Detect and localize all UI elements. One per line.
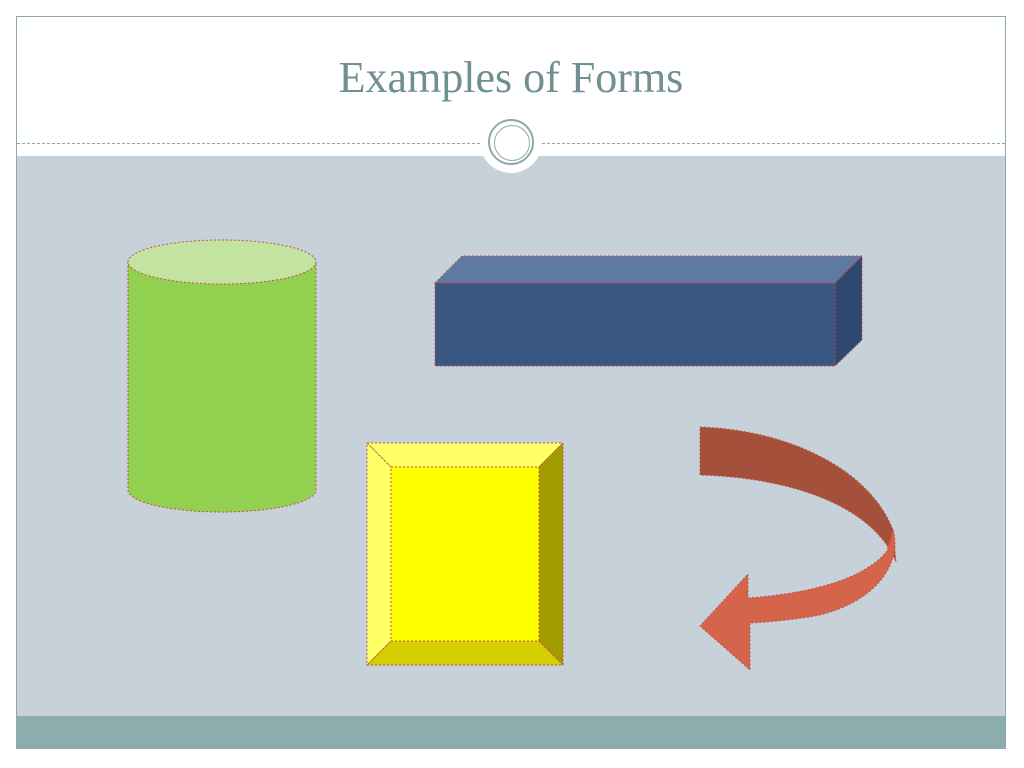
bevel-top-edge [365,442,565,468]
ornament-ring [488,119,534,165]
bevel-shape [365,441,565,667]
bevel-bottom-edge [365,640,565,666]
divider-ornament-icon [480,111,542,173]
box-side-face [834,254,863,368]
ornament-inner-ring [494,125,530,161]
bevel-face [390,466,540,642]
curved-arrow-shape [699,426,897,672]
bevel-right-edge [538,441,564,667]
box-front-face [434,282,836,367]
footer-bar [17,716,1005,749]
bevel-left-edge [366,441,392,667]
cylinder-top [127,239,317,285]
cylinder-body [127,261,317,513]
slide-title: Examples of Forms [338,53,684,102]
cylinder-shape [127,239,317,513]
slide-frame [16,16,1006,749]
box-shape [433,254,864,368]
box-top-face [433,255,864,284]
curved-arrow-front [699,528,896,672]
curved-arrow-back [699,426,897,563]
